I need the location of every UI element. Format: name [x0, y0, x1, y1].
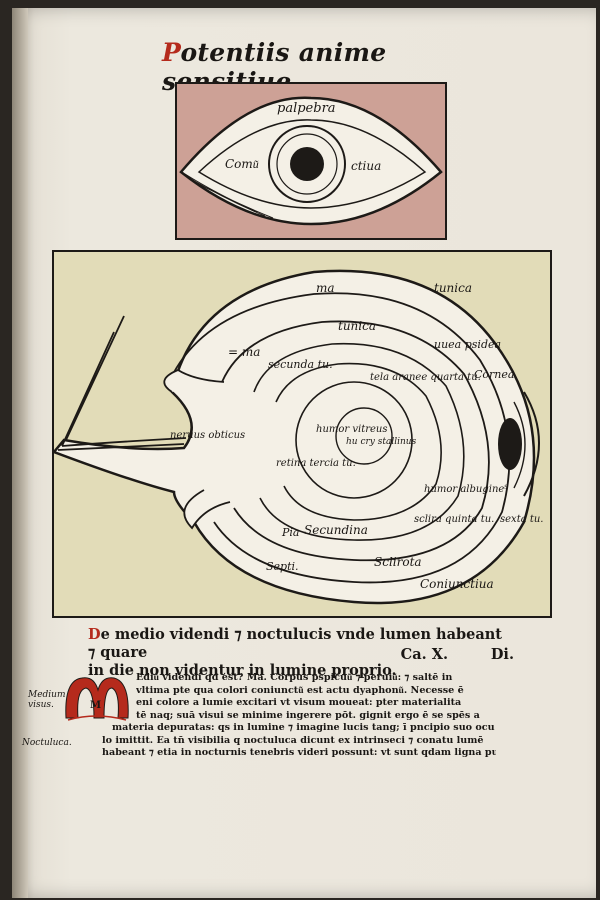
initial-m-shape [65, 677, 129, 719]
optic-nerve [57, 315, 187, 451]
margin-note-noctuluca: Noctuluca. [22, 738, 72, 748]
page-gutter [12, 8, 28, 898]
label-septima: Septi. [266, 560, 299, 573]
title-initial: P [162, 38, 181, 67]
body-line-1: Ediu͂ videndi qd est? Ma. Corpus pspicuu… [136, 672, 453, 683]
eyelid-inner [197, 119, 427, 209]
cornea [523, 391, 540, 497]
tunic-3 [221, 320, 490, 562]
body-line-6: lo imittit. Ea tn̄ visibilia q noctuluca… [102, 734, 484, 746]
eye-anatomy-woodcut: ma tunica = ma tunica secunda tu. uuea p… [52, 250, 552, 618]
label-retina: retina tercia tu. [276, 458, 356, 469]
label-ma-2: = ma [228, 345, 260, 359]
tunic-4 [253, 342, 465, 541]
margin-note-medium-line1: Medium [28, 690, 66, 700]
pupil [498, 418, 522, 470]
label-coniunctiua: Coniunctiua [420, 577, 494, 591]
eye-illustration: palpebra Comu͂ ctiua [179, 96, 443, 226]
label-crystallinus: hu cry stallinus [346, 437, 417, 447]
lower-horn [183, 489, 231, 530]
label-tunica-2: tunica [338, 319, 376, 333]
initial-flourish [67, 715, 127, 721]
label-sexta: sexta tu. [500, 514, 544, 525]
body-line-2: vltima pte qua colori coniunctu͂ est act… [136, 684, 464, 696]
outer-tunic [54, 269, 536, 605]
label-sclirota: Sclirota [374, 555, 422, 569]
eye-woodcut-figure: palpebra Comu͂ ctiua [175, 82, 447, 240]
body-text: Ediu͂ videndi qd est? Ma. Corpus pspicuu… [102, 672, 496, 760]
chapter-heading: De medio videndi ⁊ noctulucis vnde lumen… [88, 626, 514, 680]
iris-ring [268, 125, 346, 203]
upper-horn [163, 368, 225, 393]
folio-marker: Di. [490, 646, 514, 663]
chapter-number: Ca. X. [400, 646, 448, 663]
label-ma: ma [316, 281, 335, 295]
label-quinta: sclira quinta tu. [414, 514, 494, 525]
body-line-4: tē naq; suā visui se minime ingerere pōt… [136, 709, 480, 721]
label-tela-aranee: tela aranee quarta tu. [370, 372, 481, 383]
label-cornea: Cornea [474, 368, 514, 381]
label-palpebra: palpebra [277, 101, 336, 116]
heading-line-2: in die non videntur in lumine proprio. [88, 662, 397, 679]
eyelid-shading [184, 173, 274, 219]
label-secundina: Secundina [304, 523, 368, 537]
label-nervus: neruus obticus [170, 430, 245, 441]
heading-initial: D [88, 626, 101, 643]
label-albugineus: humor albugine⁹ [424, 484, 508, 495]
heading-line-1-text: e medio videndi ⁊ noctulucis vnde lumen … [88, 626, 502, 661]
body-line-5: materia depuratas: qs in lumine ⁊ imagin… [112, 722, 495, 733]
label-tunica-outer: tunica [434, 281, 472, 295]
anatomy-illustration: ma tunica = ma tunica secunda tu. uuea p… [54, 269, 544, 605]
tunic-5 [275, 362, 442, 521]
label-vitreus: humor vitreus [316, 424, 387, 435]
body-line-3: eni colore a lumie excitari vt visum mou… [136, 697, 462, 708]
label-comu: Comu͂ [225, 157, 259, 171]
heading-line-1: De medio videndi ⁊ noctulucis vnde lumen… [88, 626, 508, 662]
crystalline-sphere [335, 407, 393, 465]
decorated-initial-m: M [65, 677, 129, 721]
margin-note-medium: Medium visus. [28, 690, 88, 710]
label-secunda-tu: secunda tu. [268, 358, 333, 371]
cornea-inner [513, 401, 526, 489]
vitreous-sphere [295, 381, 413, 499]
label-ctiua: ctiua [351, 159, 381, 173]
pupil [290, 147, 324, 181]
margin-note-medium-line2: visus. [28, 700, 54, 710]
label-uuea: uuea psidea [434, 338, 501, 351]
label-pia: Pia [281, 526, 299, 539]
initial-letter-text: M [90, 700, 101, 711]
body-line-7: habeant ⁊ etia in nocturnis tenebris vid… [102, 747, 496, 758]
